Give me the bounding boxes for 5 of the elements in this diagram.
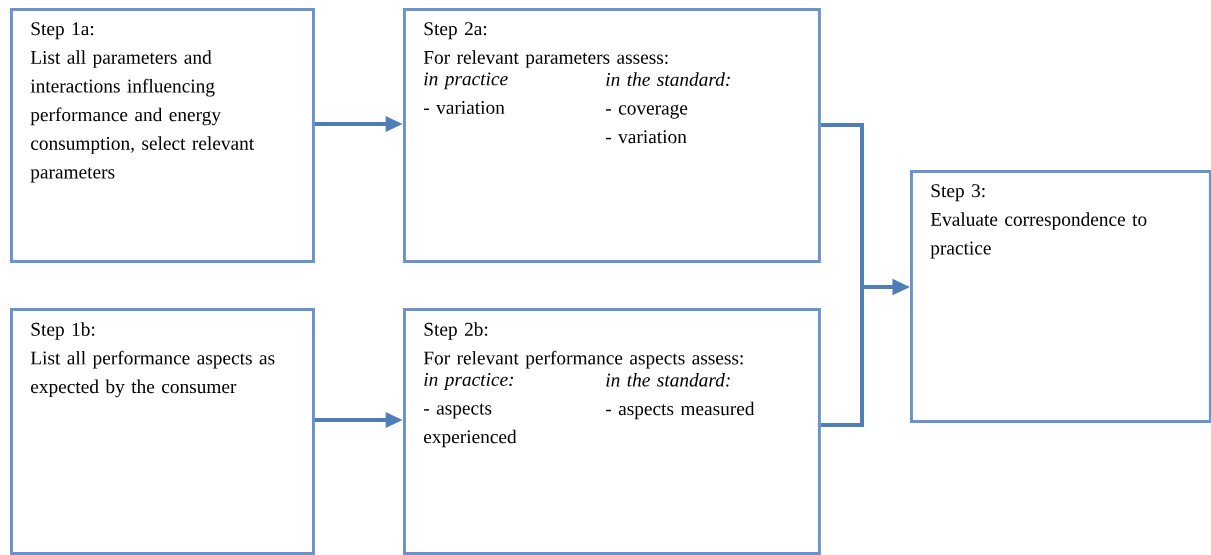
process-box: Step 1a: List all parameters and interactions influencing performance and energy consumption, select relevant parameters [10,8,315,263]
process-box: Step 3: Evaluate correspondence to practice [910,170,1211,423]
process-box: Step 1b: List all performance aspects as expected by the consumer [10,308,315,555]
process-box: Step 2b: For relevant performance aspects assess: in practice: - aspects experienced in the standard: - aspects measured [403,308,821,555]
process-box: Step 2a: For relevant parameters assess: in practice - variation in the standard: - coverage - variation [403,8,821,263]
